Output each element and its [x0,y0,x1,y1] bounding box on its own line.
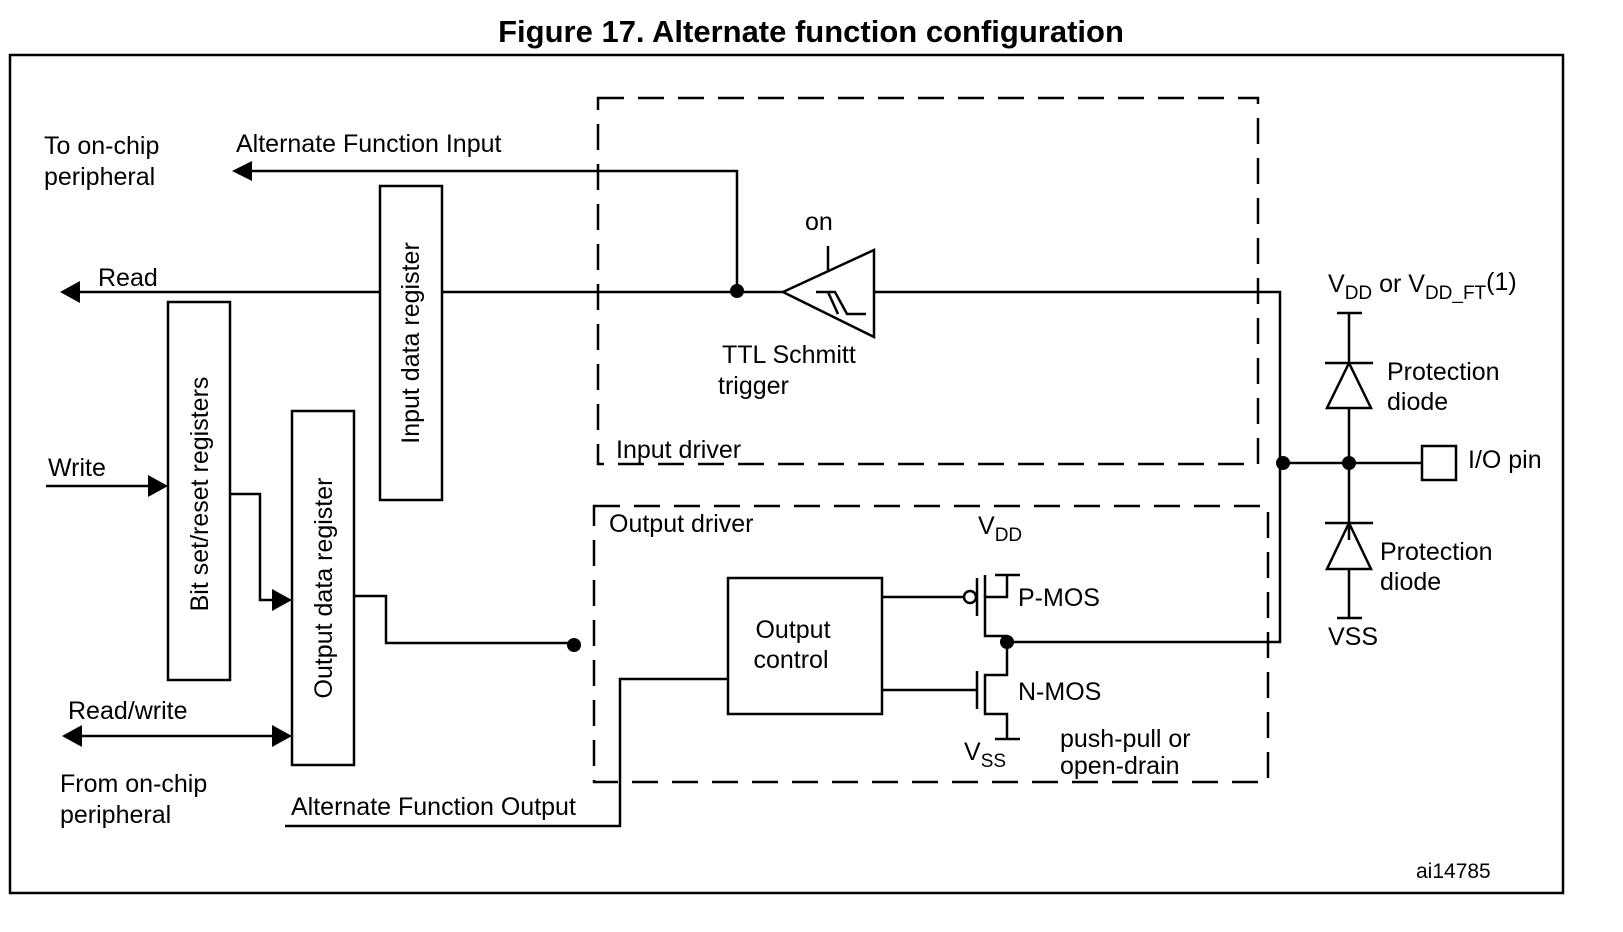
odr-switch-dot [567,638,581,652]
input-driver-label: Input driver [616,436,741,464]
read-label: Read [98,264,158,292]
output-data-register [290,409,356,767]
figure-title: Figure 17. Alternate function configurat… [498,14,1124,49]
bit-set-reset-register-label: Bit set/reset registers [186,377,214,612]
bit-set-reset-register [166,300,232,682]
pmos-label: P-MOS [1018,584,1100,612]
pmos-inversion-bubble [962,589,978,605]
output-data-register-label: Output data register [310,478,338,699]
read-write-label: Read/write [68,697,188,725]
vss-pin-label: VSS [1328,623,1378,651]
io-pin-label: I/O pin [1468,446,1542,474]
lower-diode-label-1: Protection [1380,538,1493,566]
push-pull-label-2: open-drain [1060,752,1180,780]
drain-junction-dot [1000,635,1014,649]
io-pin-pad [1420,444,1458,482]
output-control-label-1: Output [755,616,830,644]
to-on-chip-label-1: To on-chip [44,132,159,160]
hysteresis-icon-stroke [826,291,840,315]
input-data-register-label: Input data register [397,242,425,444]
schmitt-label-1: TTL Schmitt [722,341,856,369]
odr-output-wire [354,594,574,645]
vss-label: VSS [964,738,1006,772]
bsrr-to-odr-wire [230,492,274,602]
output-driver-box [592,504,1270,784]
to-on-chip-label-2: peripheral [44,163,155,191]
push-pull-label-1: push-pull or [1060,725,1191,753]
write-label: Write [48,454,106,482]
figure-id-label: ai14785 [1416,860,1491,883]
upper-diode-label-2: diode [1387,388,1448,416]
schmitt-on-label: on [805,208,833,236]
alt-func-input-wire [250,169,739,291]
read-arrow [60,281,80,303]
hysteresis-icon [816,290,866,316]
mos-channel [983,575,1009,739]
lower-diode-label-2: diode [1380,568,1441,596]
output-driver-label: Output driver [609,510,754,538]
bsrr-to-odr-arrow [272,589,292,611]
figure-frame [8,53,1565,895]
schmitt-label-2: trigger [718,372,789,400]
upper-diode-label-1: Protection [1387,358,1500,386]
vdd-label: VDD [978,512,1022,546]
vdd-or-vddft-label: VDD or VDD_FT(1) [1328,268,1517,304]
input-driver-box [596,96,1260,466]
alt-func-input-label: Alternate Function Input [236,130,501,158]
read-write-arrow-left [62,725,82,747]
upper-protection-diode [1324,360,1374,410]
from-on-chip-label-1: From on-chip [60,770,207,798]
alt-func-input-arrow [232,161,252,181]
output-control-label-2: control [753,646,828,674]
input-junction-dot [730,284,744,298]
pin-bus-junction-dot [1276,456,1290,470]
write-arrow [148,475,168,497]
alt-func-output-label: Alternate Function Output [291,793,576,821]
nmos-label: N-MOS [1018,678,1101,706]
output-control-block [726,576,884,716]
alt-func-output-wire [285,677,728,828]
read-write-arrow-right [272,725,292,747]
input-data-register [378,184,444,502]
from-on-chip-label-2: peripheral [60,801,171,829]
